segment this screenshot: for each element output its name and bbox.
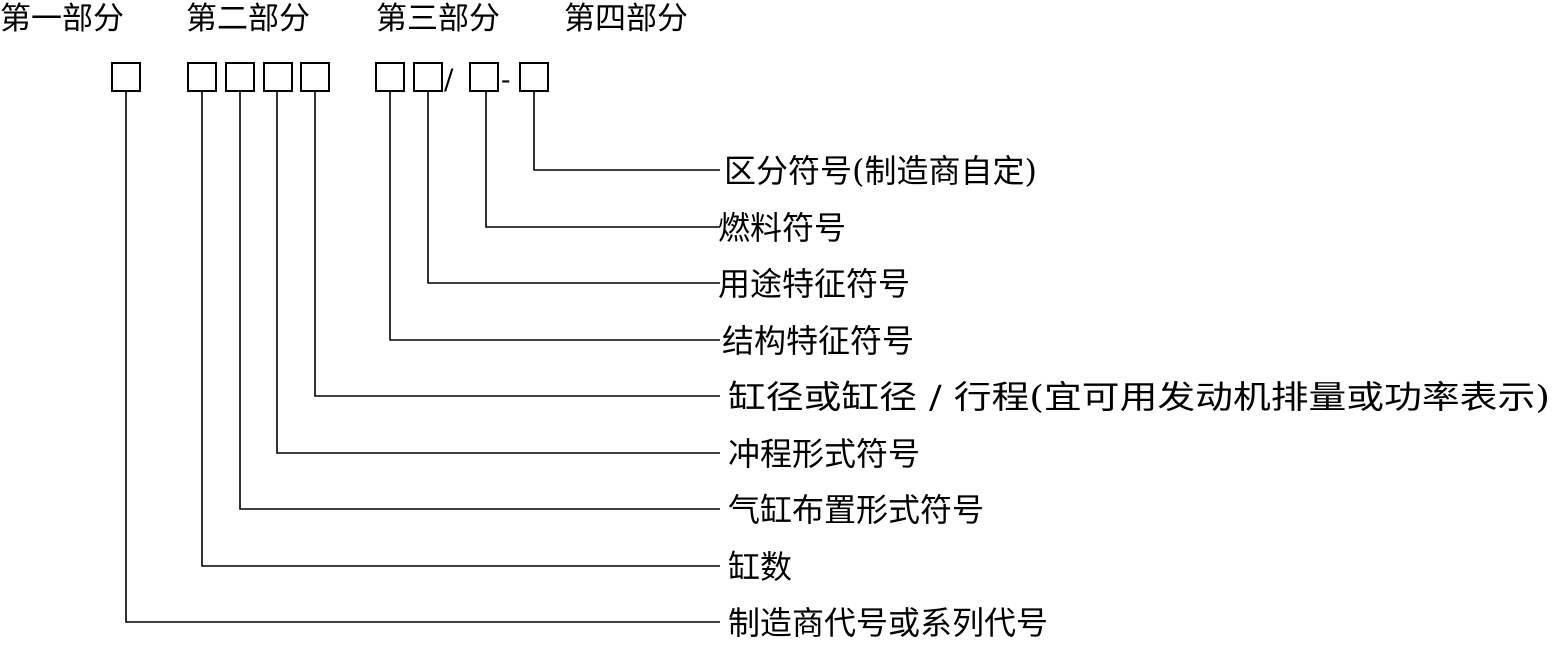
leader-line-cylinders — [201, 91, 720, 567]
code-dash: - — [501, 63, 510, 96]
label-structure: 结构特征符号 — [722, 322, 914, 360]
leader-line-manufacturer — [125, 91, 720, 623]
code-box-structure — [375, 62, 405, 92]
label-manufacturer: 制造商代号或系列代号 — [728, 604, 1048, 642]
code-box-fuel — [469, 62, 499, 92]
label-fuel: 燃料符号 — [718, 209, 846, 247]
code-box-bore — [300, 62, 330, 92]
code-box-distinguish — [519, 62, 549, 92]
label-arrangement: 气缸布置形式符号 — [728, 491, 984, 529]
label-cylinders: 缸数 — [728, 548, 792, 586]
code-box-stroke — [263, 62, 293, 92]
part-header-2: 第二部分 — [186, 1, 310, 37]
label-bore: 缸径或缸径 / 行程(宜可用发动机排量或功率表示) — [728, 378, 1550, 416]
label-stroke: 冲程形式符号 — [728, 435, 920, 473]
part-header-3: 第三部分 — [376, 1, 500, 37]
leader-line-usage — [427, 91, 720, 284]
code-box-manufacturer — [111, 62, 141, 92]
leader-line-structure — [389, 91, 720, 341]
leader-line-fuel — [485, 91, 720, 228]
code-box-cylinders — [187, 62, 217, 92]
leader-line-bore — [314, 91, 720, 397]
label-usage: 用途特征符号 — [718, 265, 910, 303]
code-box-arrangement — [225, 62, 255, 92]
part-header-1: 第一部分 — [0, 1, 124, 37]
leader-line-distinguish — [533, 91, 720, 171]
leader-line-arrangement — [239, 91, 720, 510]
label-distinguish: 区分符号(制造商自定) — [724, 152, 1037, 190]
leader-line-stroke — [276, 91, 720, 454]
part-header-4: 第四部分 — [564, 1, 688, 37]
code-slash: / — [444, 63, 454, 96]
code-box-usage — [413, 62, 443, 92]
